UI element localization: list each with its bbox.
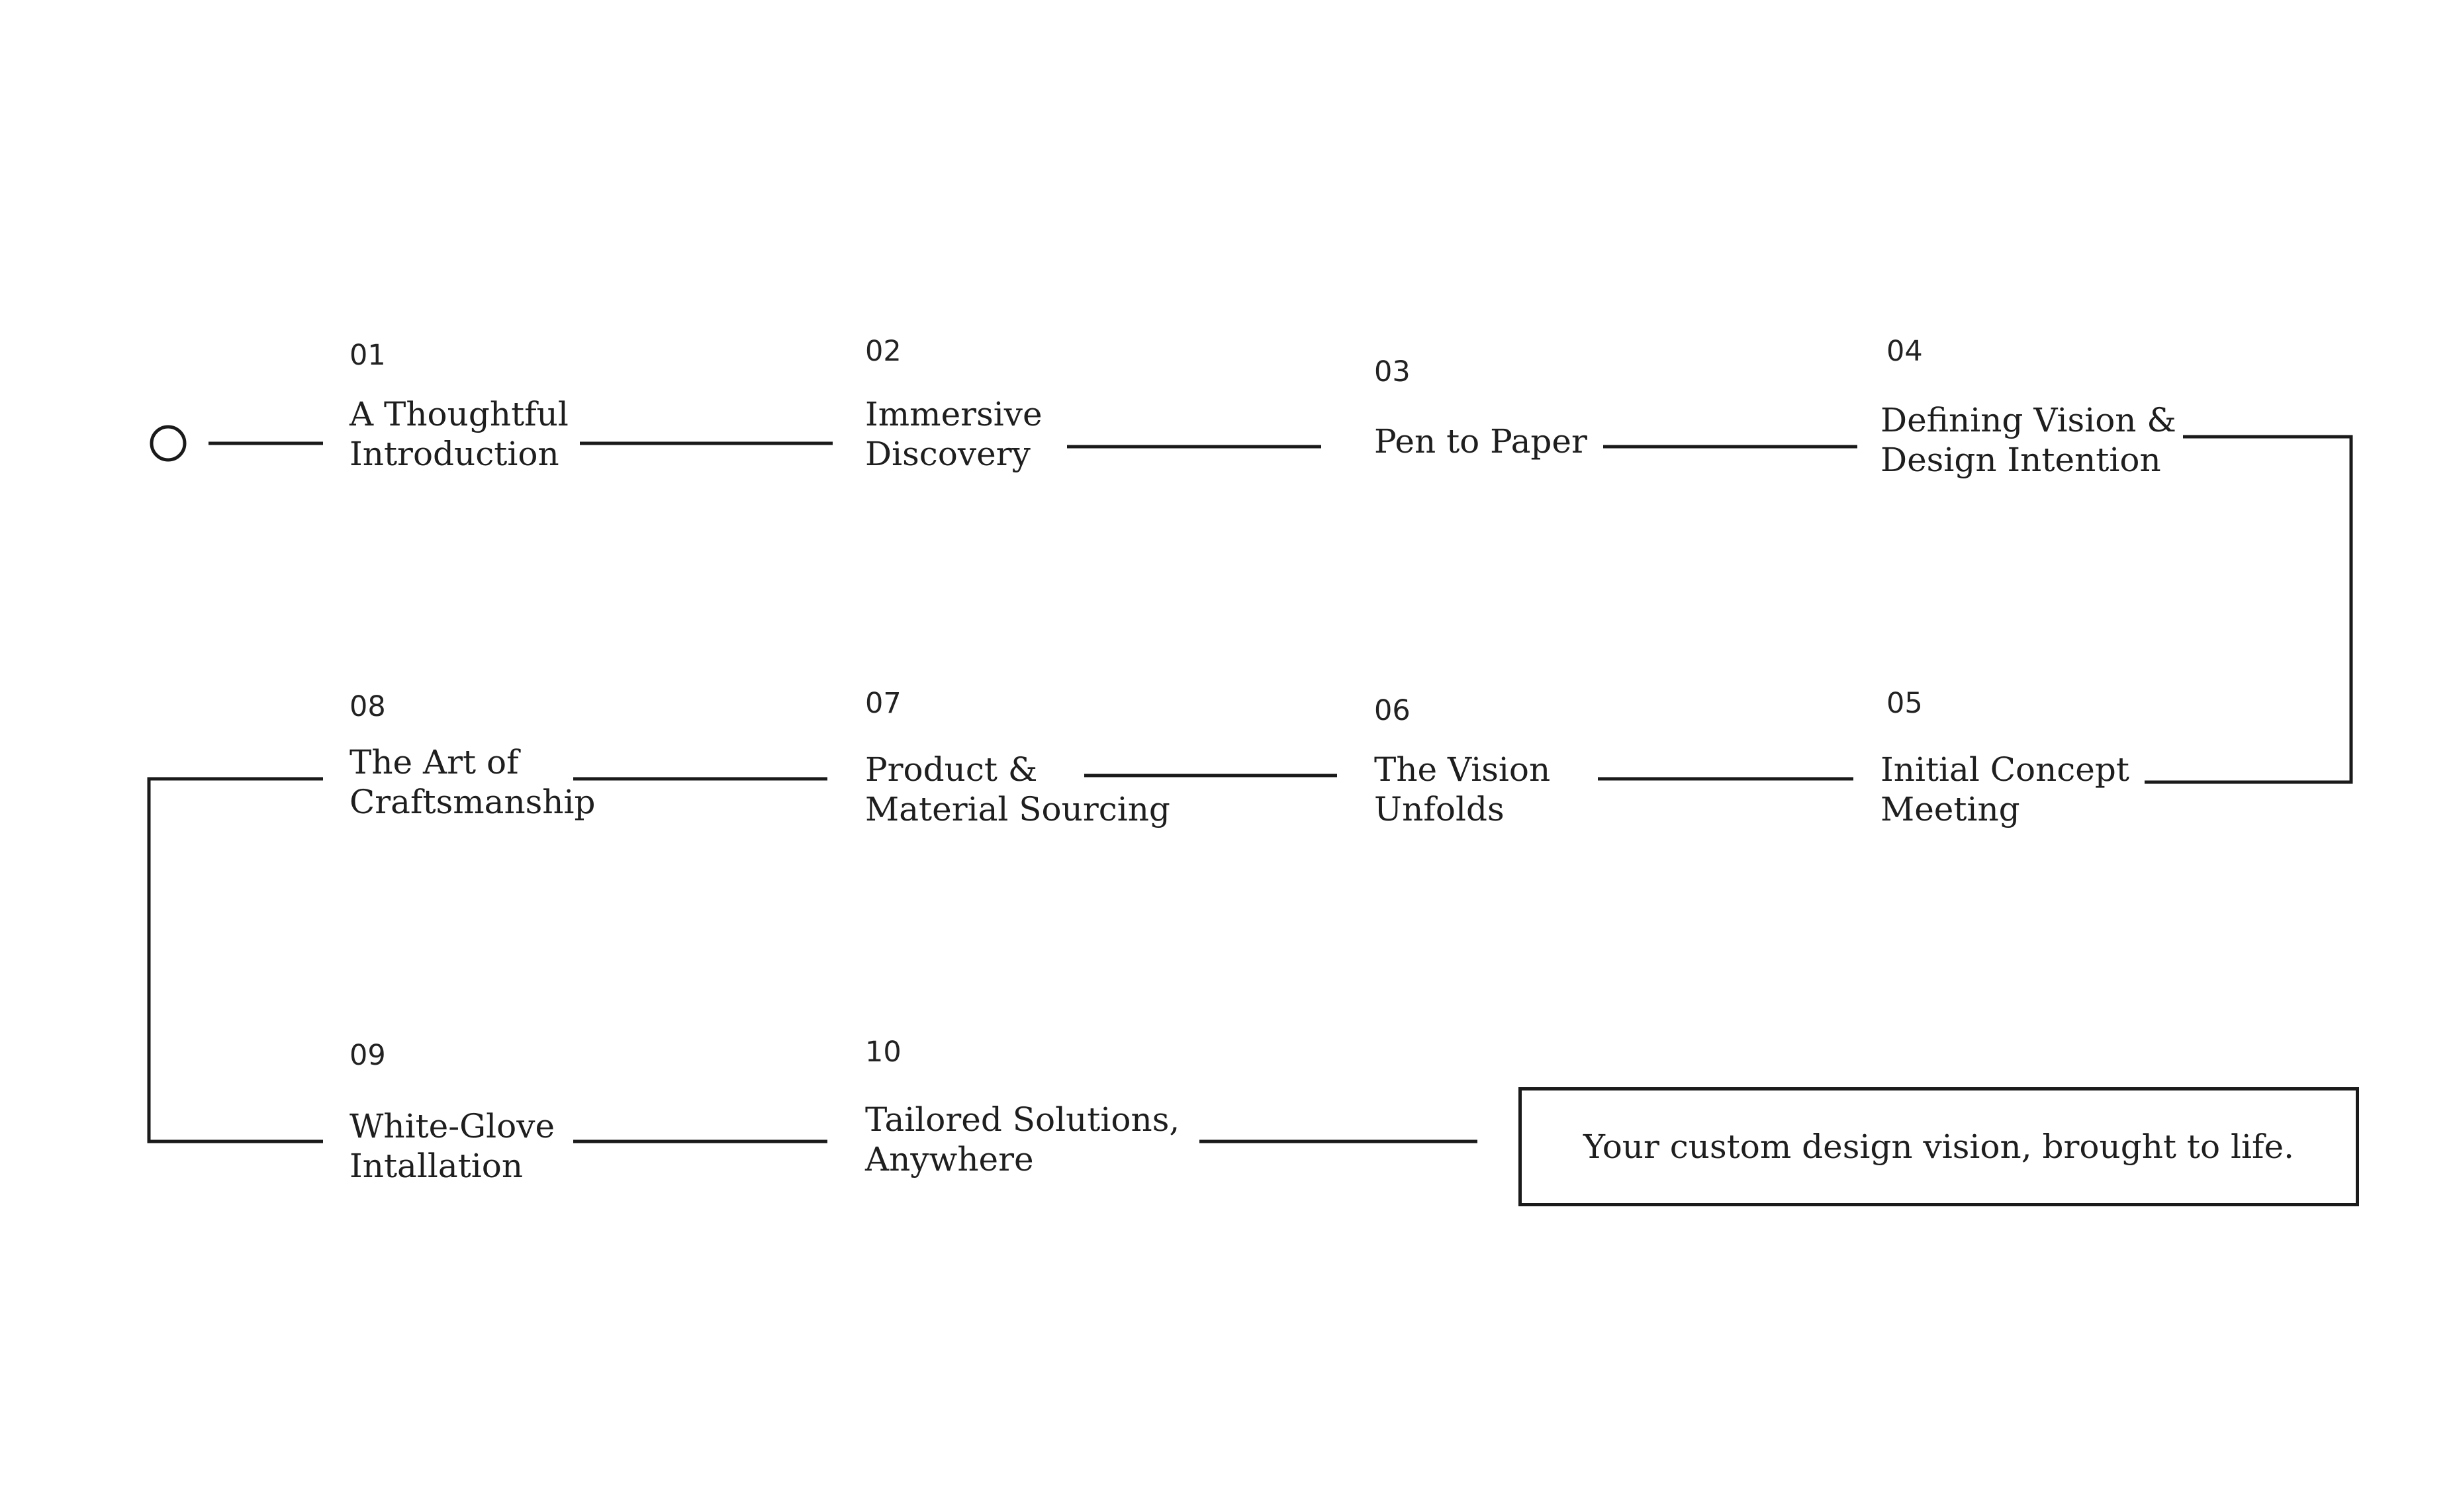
step-03-label: Pen to Paper — [1374, 422, 1587, 461]
step-06-number: 06 — [1374, 694, 1411, 727]
step-04-label: Defining Vision & Design Intention — [1880, 400, 2176, 480]
step-07-number: 07 — [865, 687, 902, 720]
step-08-number: 08 — [349, 690, 386, 723]
step-09-label: White-Glove Intallation — [349, 1106, 555, 1186]
step-08-label: The Art of Craftsmanship — [349, 742, 596, 822]
step-07-label-line1: Product & — [865, 750, 1038, 789]
start-circle — [150, 425, 187, 462]
step-01-label-line1: A Thoughtful — [349, 395, 569, 433]
step-03-number: 03 — [1374, 355, 1411, 388]
final-outcome-text: Your custom design vision, brought to li… — [1583, 1128, 2294, 1166]
connector-08-09 — [147, 777, 323, 1143]
step-02-label: Immersive Discovery — [865, 394, 1043, 474]
final-outcome-box: Your custom design vision, brought to li… — [1518, 1087, 2359, 1206]
step-10-label-line1: Tailored Solutions, — [865, 1100, 1180, 1139]
step-09-number: 09 — [349, 1039, 386, 1072]
step-05-label-line1: Initial Concept — [1880, 750, 2129, 789]
step-08-label-line2: Craftsmanship — [349, 783, 596, 821]
step-02-label-line2: Discovery — [865, 435, 1031, 473]
step-05-number: 05 — [1886, 687, 1923, 720]
step-06-label-line1: The Vision — [1374, 750, 1551, 789]
step-03-label-line1: Pen to Paper — [1374, 422, 1587, 461]
step-10-label: Tailored Solutions, Anywhere — [865, 1100, 1180, 1179]
step-05-label-line2: Meeting — [1880, 790, 2020, 828]
step-02-number: 02 — [865, 335, 902, 368]
step-05-label: Initial Concept Meeting — [1880, 750, 2129, 829]
step-04-number: 04 — [1886, 335, 1923, 368]
step-08-label-line1: The Art of — [349, 743, 519, 781]
step-02-label-line1: Immersive — [865, 395, 1043, 433]
connector-04-05 — [2145, 435, 2353, 784]
step-04-label-line1: Defining Vision & — [1880, 401, 2176, 439]
step-06-label-line2: Unfolds — [1374, 790, 1505, 828]
step-10-label-line2: Anywhere — [865, 1140, 1034, 1178]
step-01-number: 01 — [349, 339, 386, 372]
step-04-label-line2: Design Intention — [1880, 441, 2161, 479]
step-01-label: A Thoughtful Introduction — [349, 394, 569, 474]
step-09-label-line1: White-Glove — [349, 1107, 555, 1145]
step-06-label: The Vision Unfolds — [1374, 750, 1550, 829]
step-10-number: 10 — [865, 1036, 902, 1069]
step-09-label-line2: Intallation — [349, 1147, 524, 1185]
step-07-label: Product & Material Sourcing — [865, 750, 1170, 829]
step-07-label-line2: Material Sourcing — [865, 790, 1170, 828]
step-01-label-line2: Introduction — [349, 435, 559, 473]
